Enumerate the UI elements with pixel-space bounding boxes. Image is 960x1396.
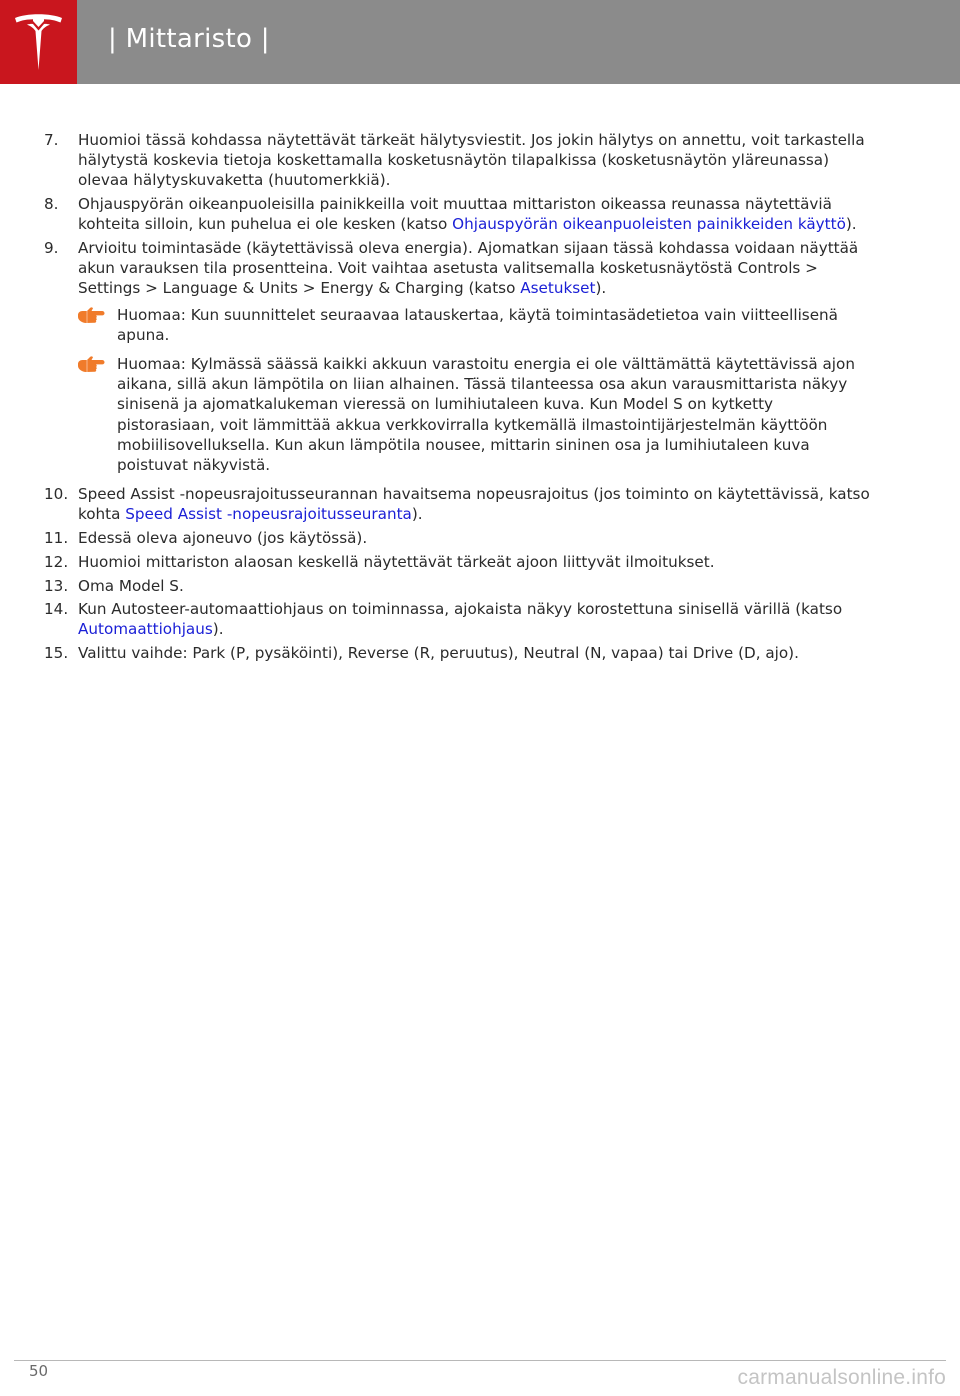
list-item: 12. Huomioi mittariston alaosan keskellä … xyxy=(44,552,874,572)
list-text: Edessä oleva ajoneuvo (jos käytössä). xyxy=(78,529,367,547)
manual-content: 7. Huomioi tässä kohdassa näytettävät tär… xyxy=(44,130,874,667)
text-segment: Arvioitu toimintasäde (käytettävissä ole… xyxy=(78,239,859,298)
footer-divider xyxy=(14,1360,946,1361)
list-text: Huomioi tässä kohdassa näytettävät tärke… xyxy=(78,131,865,189)
cross-reference-link[interactable]: Ohjauspyörän oikeanpuoleisten painikkeid… xyxy=(452,215,846,234)
text-segment: ). xyxy=(845,215,857,234)
page-header: | Mittaristo | xyxy=(0,0,960,84)
page-number: 50 xyxy=(29,1362,49,1380)
list-text: Arvioitu toimintasäde (käytettävissä ole… xyxy=(78,239,858,297)
list-item: 15. Valittu vaihde: Park (P, pysäköinti),… xyxy=(44,643,874,663)
list-item: 8. Ohjauspyörän oikeanpuoleisilla painikk… xyxy=(44,194,874,234)
list-text: Ohjauspyörän oikeanpuoleisilla painikkei… xyxy=(78,195,857,233)
pointing-hand-icon xyxy=(78,356,105,373)
section-title: | Mittaristo | xyxy=(108,24,270,54)
text-segment: Speed Assist -nopeusrajoitusseurannan ha… xyxy=(78,485,870,524)
list-text: Kun Autosteer-automaattiohjaus on toimin… xyxy=(78,600,842,638)
text-segment: Ohjauspyörän oikeanpuoleisilla painikkei… xyxy=(78,195,832,234)
list-number: 8. xyxy=(44,195,59,214)
list-item: 14. Kun Autosteer-automaattiohjaus on toi… xyxy=(44,599,874,639)
text-segment: Huomioi mittariston alaosan keskellä näy… xyxy=(78,552,715,571)
list-number: 7. xyxy=(44,131,59,149)
text-segment: Huomioi tässä kohdassa näytettävät tärke… xyxy=(78,131,865,190)
list-number: 9. xyxy=(44,239,59,258)
cross-reference-link[interactable]: Automaattiohjaus xyxy=(78,620,213,639)
list-text: Oma Model S. xyxy=(78,577,184,595)
cross-reference-link[interactable]: Speed Assist -nopeusrajoitusseuranta xyxy=(125,505,412,524)
list-number: 13. xyxy=(44,576,69,595)
list-number: 14. xyxy=(44,600,69,619)
note-text: Huomaa: Kylmässä säässä kaikki akkuun va… xyxy=(117,355,855,475)
list-item: 7. Huomioi tässä kohdassa näytettävät tär… xyxy=(44,130,874,191)
text-segment: ). xyxy=(411,505,423,524)
note: Huomaa: Kylmässä säässä kaikki akkuun va… xyxy=(44,354,874,475)
text-segment: ). xyxy=(212,620,224,639)
list-item: 9. Arvioitu toimintasäde (käytettävissä o… xyxy=(44,238,874,299)
cross-reference-link[interactable]: Asetukset xyxy=(520,279,596,298)
brand-logo[interactable] xyxy=(0,0,77,84)
list-number: 15. xyxy=(44,644,69,663)
tesla-logo-icon xyxy=(15,14,62,70)
list-text: Speed Assist -nopeusrajoitusseurannan ha… xyxy=(78,485,870,523)
list-item: 13. Oma Model S. xyxy=(44,576,874,596)
watermark: carmanualsonline.info xyxy=(737,1366,946,1389)
list-item: 10. Speed Assist -nopeusrajoitusseurannan… xyxy=(44,484,874,524)
list-text: Huomioi mittariston alaosan keskellä näy… xyxy=(78,553,715,571)
text-segment: Edessä oleva ajoneuvo (jos käytössä). xyxy=(78,529,368,548)
text-segment: ). xyxy=(595,279,607,298)
list-item: 11. Edessä oleva ajoneuvo (jos käytössä). xyxy=(44,528,874,548)
text-segment: Kun Autosteer-automaattiohjaus on toimin… xyxy=(78,600,843,619)
text-segment: Valittu vaihde: Park (P, pysäköinti), Re… xyxy=(78,644,799,663)
list-number: 11. xyxy=(44,529,69,548)
list-text: Valittu vaihde: Park (P, pysäköinti), Re… xyxy=(78,644,799,662)
note-text: Huomaa: Kun suunnittelet seuraavaa latau… xyxy=(117,305,838,344)
text-segment: Oma Model S. xyxy=(78,576,184,595)
list-number: 12. xyxy=(44,552,69,571)
pointing-hand-icon xyxy=(78,306,105,323)
note: Huomaa: Kun suunnittelet seuraavaa latau… xyxy=(44,305,874,345)
list-number: 10. xyxy=(44,485,69,504)
